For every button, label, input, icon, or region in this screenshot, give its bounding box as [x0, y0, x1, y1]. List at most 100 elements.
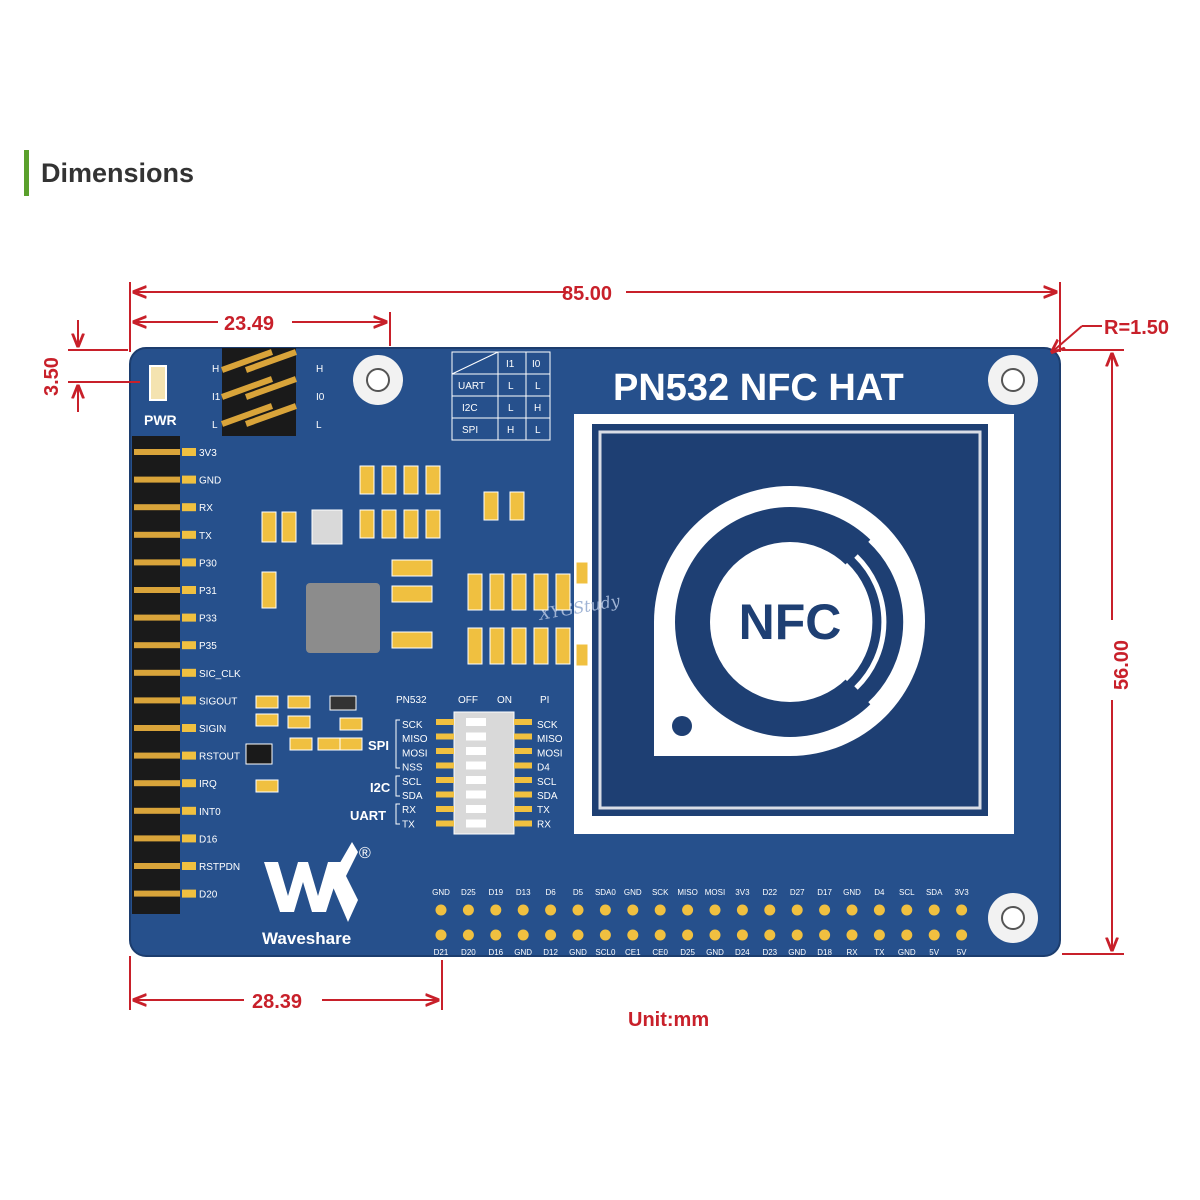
header-pin	[873, 904, 885, 916]
header-pin	[956, 904, 968, 916]
header-pin	[435, 904, 447, 916]
header-bottom-label: GND	[898, 948, 916, 957]
dim-pin-offset: 23.49	[224, 313, 274, 335]
bottom-pin-header: GNDD21D25D20D19D16D13GNDD6D12D5GNDSDA0SC…	[432, 888, 969, 957]
switch-right-label: MISO	[537, 734, 563, 745]
dim-unit: Unit:mm	[628, 1009, 709, 1031]
bus-label-i2c: I2C	[370, 780, 391, 795]
header-bottom-label: CE1	[625, 948, 641, 957]
left-pin-labels: 3V3GNDRXTXP30P31P33P35SIC_CLKSIGOUTSIGIN…	[199, 448, 241, 901]
switch-right-label: MOSI	[537, 748, 563, 759]
left-pin-label: P31	[199, 586, 217, 597]
jumper-left-1: I1	[212, 392, 221, 403]
mode-row0-i0: L	[535, 381, 541, 392]
header-top-label: GND	[432, 888, 450, 897]
header-pin	[572, 904, 584, 916]
header-bottom-label: D24	[735, 948, 750, 957]
board-title: PN532 NFC HAT	[613, 367, 904, 409]
left-pin	[134, 780, 180, 787]
left-pin	[134, 614, 180, 621]
left-pin-pad	[182, 751, 196, 760]
left-pin-pad	[182, 503, 196, 512]
section-header: Dimensions	[24, 150, 194, 196]
header-top-label: D4	[874, 888, 885, 897]
header-pin	[764, 929, 776, 941]
dip-lever	[466, 718, 486, 726]
header-bottom-label: SCL0	[595, 948, 616, 957]
header-top-label: 3V3	[954, 888, 969, 897]
left-pin-label: INT0	[199, 807, 221, 818]
jumper-pins	[220, 349, 298, 427]
header-pin	[709, 904, 721, 916]
header-bottom-label: RX	[846, 948, 858, 957]
left-pin-label: 3V3	[199, 448, 217, 459]
left-pin-label: P33	[199, 614, 217, 625]
left-pin-pad	[182, 779, 196, 788]
left-pin-label: P35	[199, 641, 217, 652]
jumper-left-0: H	[212, 364, 219, 375]
pn532-chip	[306, 583, 380, 653]
left-pin-pad	[182, 475, 196, 484]
header-top-label: MISO	[677, 888, 697, 897]
mode-head-i1: I1	[506, 359, 515, 370]
left-pin-label: SIGIN	[199, 724, 226, 735]
dim-hole-offset: 3.50	[41, 357, 63, 396]
header-pin	[846, 904, 858, 916]
bus-label-uart: UART	[350, 808, 386, 823]
left-pin	[134, 587, 180, 593]
left-pin-pad	[182, 530, 196, 539]
left-pin-pad	[182, 862, 196, 870]
switch-head-pi: PI	[540, 695, 549, 706]
antenna-coil	[598, 430, 982, 810]
header-bottom-label: D16	[488, 948, 503, 957]
left-pin-label: RX	[199, 503, 213, 514]
header-pin	[819, 929, 831, 941]
pcb-edge	[129, 347, 1061, 957]
header-pin	[654, 904, 666, 916]
mode-row1-i0: H	[534, 403, 541, 414]
switch-left-label: SDA	[402, 791, 423, 802]
left-pin-pad	[182, 613, 196, 622]
pwr-label: PWR	[144, 412, 177, 428]
header-bottom-label: GND	[569, 948, 587, 957]
header-pin	[709, 929, 721, 941]
header-pin	[517, 904, 529, 916]
header-pin	[873, 929, 885, 941]
left-pin-label: SIC_CLK	[199, 669, 241, 680]
header-pin	[819, 904, 831, 916]
switch-head-off: OFF	[458, 695, 478, 706]
left-pin-label: SIGOUT	[199, 696, 237, 707]
left-pin-pad	[182, 668, 196, 677]
dip-pad	[436, 748, 454, 754]
switch-left-label: MOSI	[402, 748, 428, 759]
left-pin-pad	[182, 834, 196, 843]
dip-pad	[436, 762, 454, 769]
left-pin-pad	[182, 724, 196, 732]
switch-head-pn532: PN532	[396, 695, 427, 706]
header-top-label: D6	[545, 888, 556, 897]
dip-pad	[436, 791, 454, 798]
switch-right-label: SCL	[537, 777, 557, 788]
header-bottom-label: CE0	[652, 948, 668, 957]
jumper-right-1: I0	[316, 392, 325, 403]
header-pin	[956, 929, 968, 941]
mounting-hole-tl	[353, 355, 403, 405]
left-pin	[134, 559, 180, 566]
nfc-logo-text: NFC	[739, 594, 842, 650]
dip-levers	[436, 718, 532, 828]
left-pin-tips	[134, 448, 196, 898]
header-top-label: D27	[790, 888, 805, 897]
dip-pad	[436, 820, 454, 827]
mode-row0-name: UART	[458, 381, 485, 392]
mode-row2-i1: H	[507, 425, 514, 436]
dip-pad	[514, 806, 532, 812]
dim-height: 56.00	[1111, 640, 1133, 690]
dip-pad	[514, 719, 532, 725]
dip-lever	[466, 761, 486, 770]
header-bottom-label: D20	[461, 948, 476, 957]
nfc-logo	[654, 486, 925, 756]
header-bottom-label: D18	[817, 948, 832, 957]
dimension-lines	[68, 282, 1124, 1010]
